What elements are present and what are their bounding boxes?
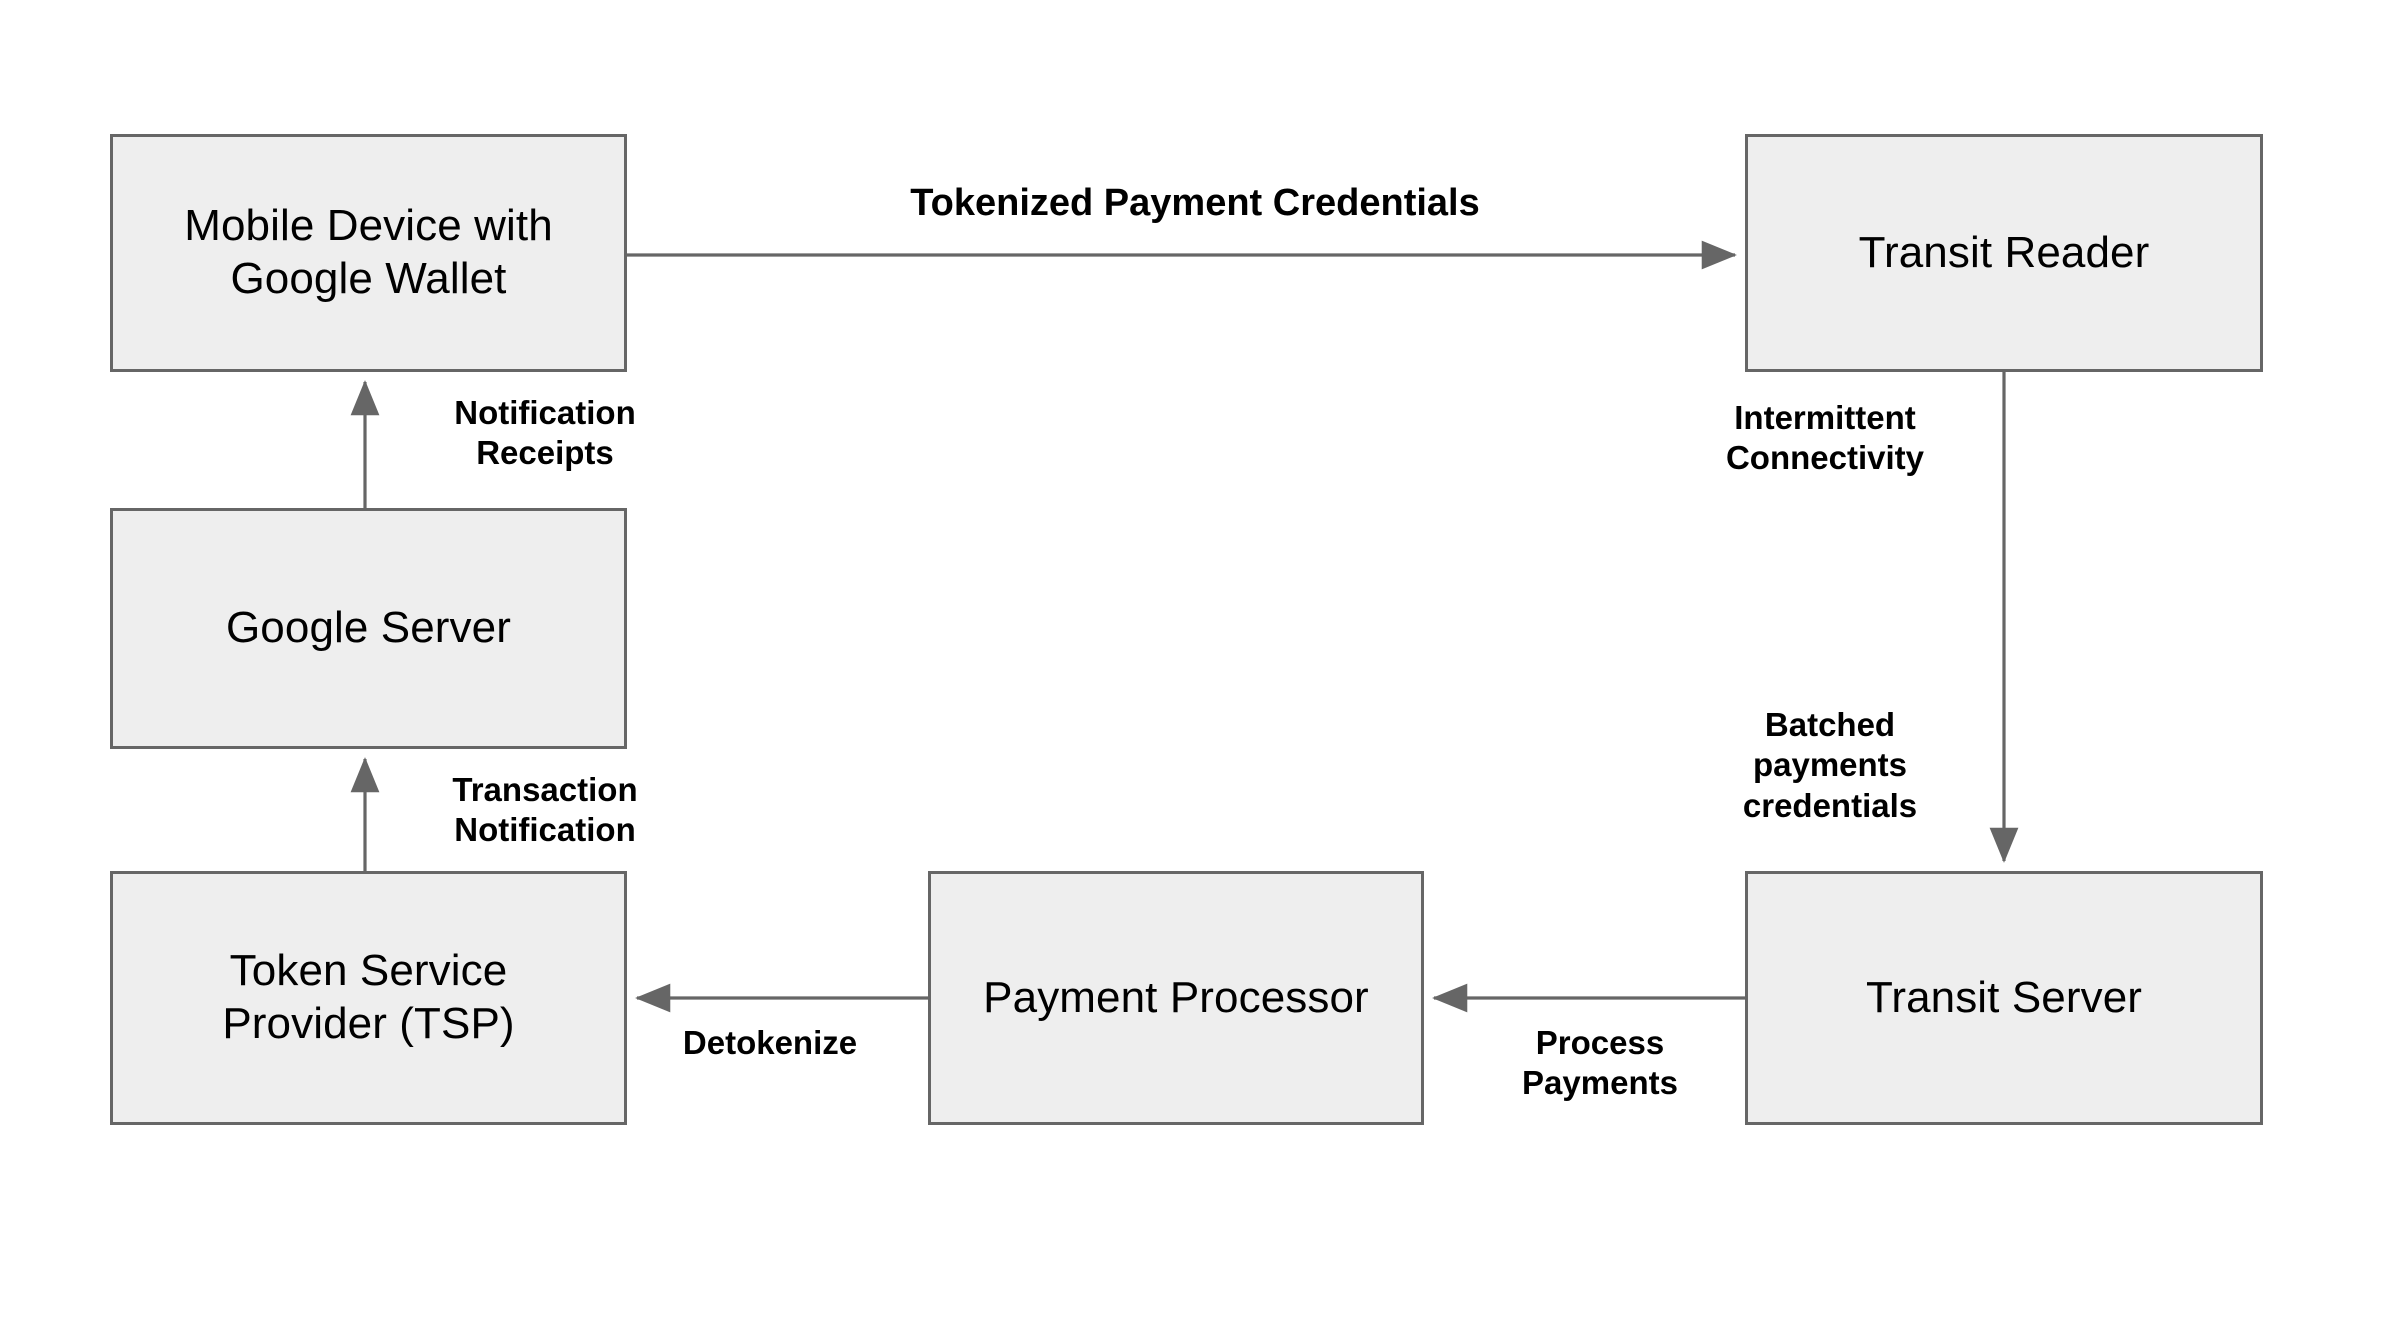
node-transit-reader[interactable]: Transit Reader [1745, 134, 2263, 372]
edge-label-transaction-notification: Transaction Notification [452, 771, 638, 849]
node-google-server[interactable]: Google Server [110, 508, 627, 749]
edge-label-batched-payments-credentials: Batched payments credentials [1742, 706, 1918, 824]
edge-label-intermittent-connectivity: Intermittent Connectivity [1725, 399, 1925, 477]
edge-label-tokenized-payment-credentials: Tokenized Payment Credentials [910, 182, 1480, 224]
node-label: Transit Reader [1858, 227, 2150, 277]
node-label: Token Service Provider (TSP) [222, 946, 515, 1048]
node-label: Mobile Device with Google Wallet [184, 201, 553, 303]
node-token-service-provider[interactable]: Token Service Provider (TSP) [110, 871, 627, 1125]
edge-label-detokenize: Detokenize [682, 1024, 858, 1061]
node-label: Transit Server [1865, 972, 2143, 1022]
edge-label-notification-receipts: Notification Receipts [454, 394, 636, 472]
node-label: Google Server [225, 603, 511, 653]
edge-label-process-payments: Process Payments [1522, 1024, 1678, 1102]
node-mobile-device-with-google-wallet[interactable]: Mobile Device with Google Wallet [110, 134, 627, 372]
node-label: Payment Processor [983, 972, 1369, 1022]
node-payment-processor[interactable]: Payment Processor [928, 871, 1424, 1125]
node-transit-server[interactable]: Transit Server [1745, 871, 2263, 1125]
